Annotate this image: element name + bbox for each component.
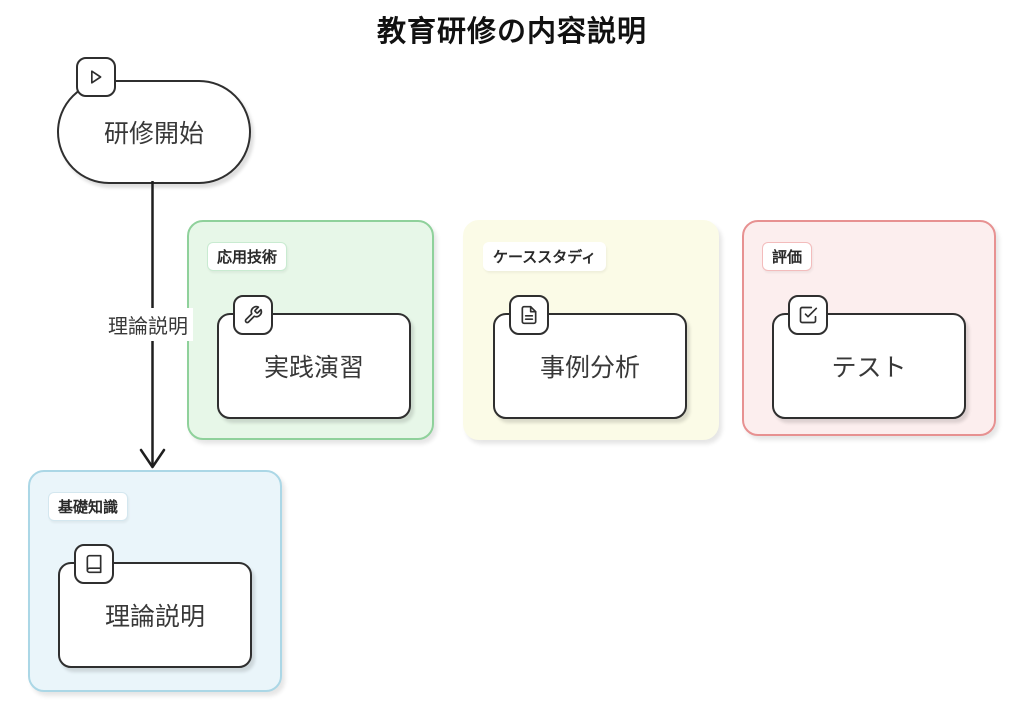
wrench-icon — [233, 295, 273, 335]
node-theory-explanation-label: 理論説明 — [104, 602, 205, 631]
document-icon — [509, 295, 549, 335]
start-node: 研修開始 — [57, 80, 251, 184]
book-icon — [74, 544, 114, 584]
diagram-title: 教育研修の内容説明 — [376, 14, 647, 48]
node-case-analysis: 事例分析 — [493, 295, 687, 419]
node-test-label: テスト — [831, 353, 907, 382]
node-test: テスト — [772, 295, 966, 419]
group-applied-skills: 応用技術 実践演習 — [187, 220, 434, 440]
group-evaluation-label: 評価 — [762, 242, 813, 271]
node-practice-exercise-label: 実践演習 — [263, 353, 364, 382]
checkbox-icon — [788, 295, 828, 335]
edge-label: 理論説明 — [103, 308, 193, 341]
group-evaluation: 評価 テスト — [742, 220, 996, 436]
group-basic-knowledge: 基礎知識 理論説明 — [28, 470, 282, 692]
node-case-analysis-label: 事例分析 — [539, 353, 640, 382]
node-practice-exercise: 実践演習 — [217, 295, 411, 419]
start-node-label: 研修開始 — [103, 119, 204, 148]
group-applied-skills-label: 応用技術 — [207, 242, 288, 271]
group-basic-knowledge-label: 基礎知識 — [48, 492, 129, 521]
group-case-study-label: ケーススタディ — [483, 242, 607, 271]
node-theory-explanation: 理論説明 — [58, 544, 252, 668]
group-case-study: ケーススタディ 事例分析 — [463, 220, 719, 440]
play-icon — [76, 57, 116, 97]
